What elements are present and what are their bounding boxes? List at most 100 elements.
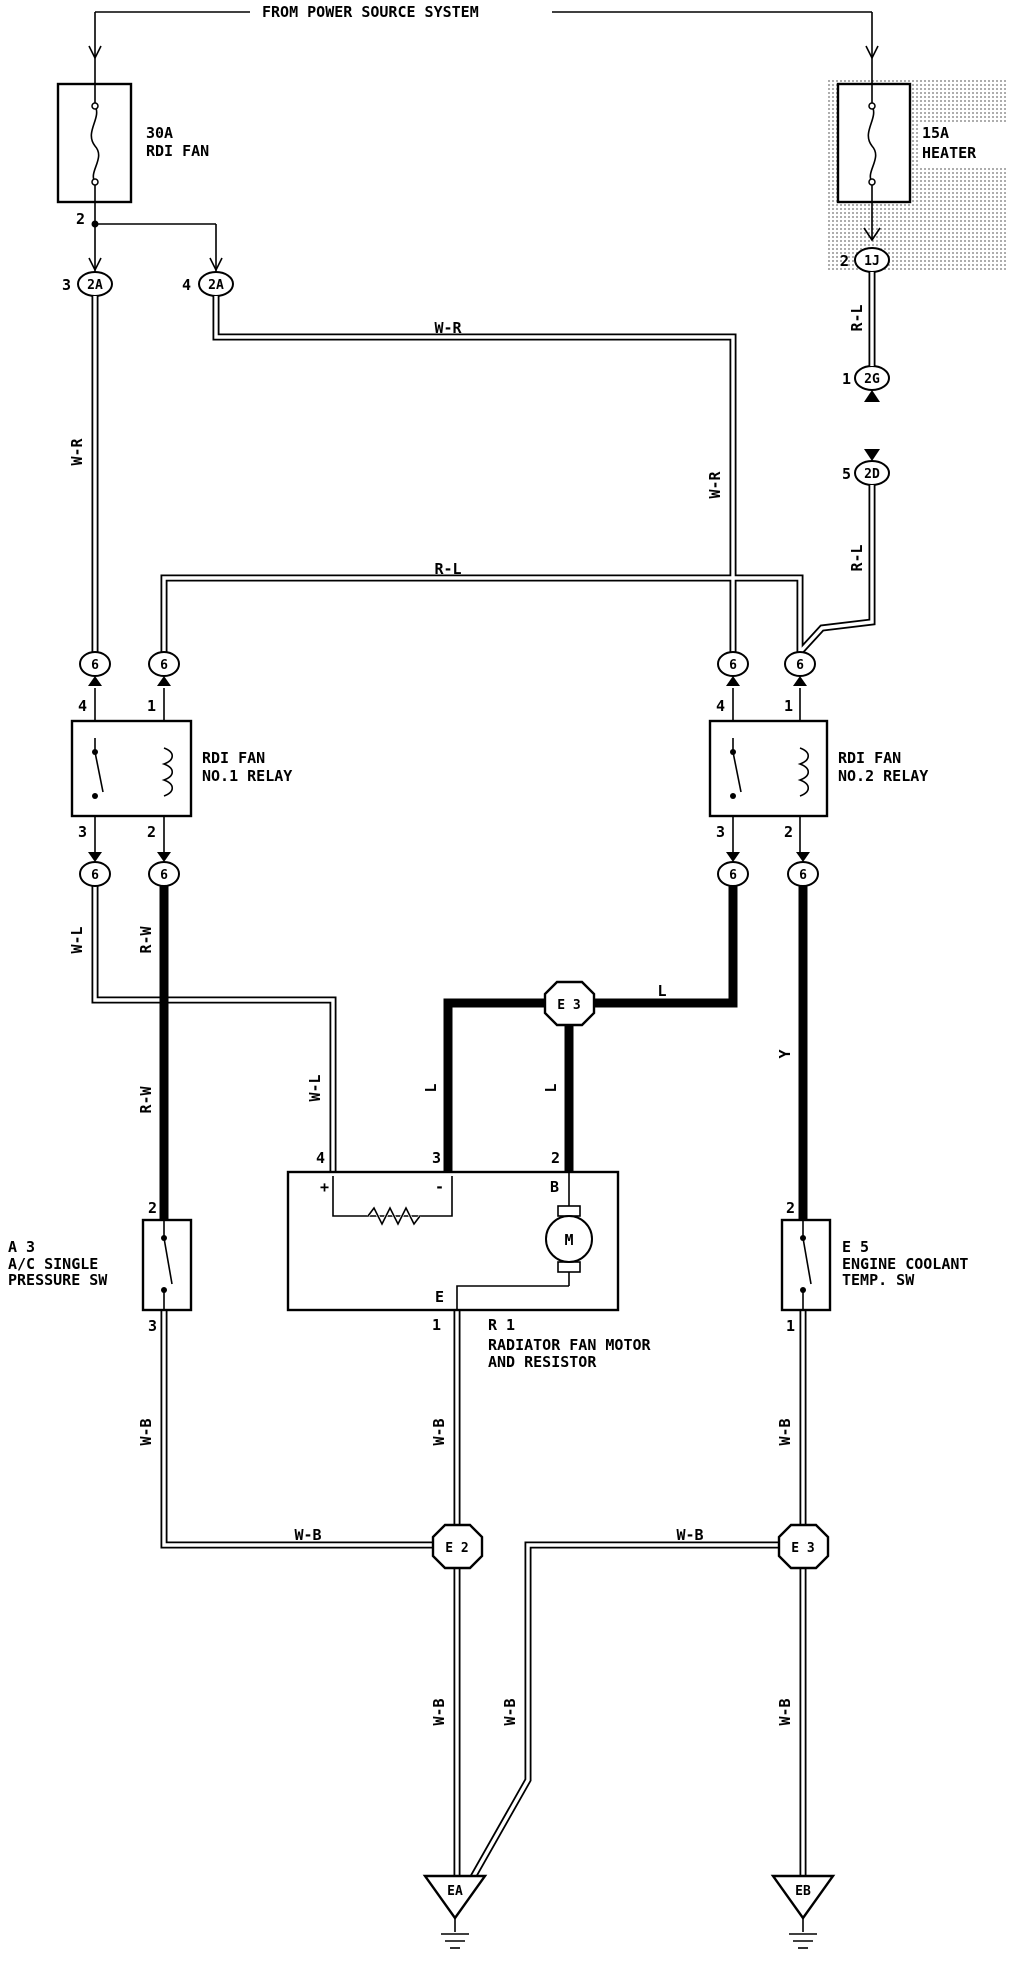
relay-2-pin1: 1 (784, 697, 793, 715)
relay-2-name-2: NO.2 RELAY (838, 767, 928, 785)
motor-code: R 1 (488, 1316, 515, 1334)
switch-a3-pin-top: 2 (148, 1199, 157, 1217)
motor-terminal-minus: - (435, 1178, 444, 1196)
motor-box (286, 1170, 620, 1312)
connector-2a-right: 2A (198, 271, 234, 297)
fuse-30a-pin: 2 (76, 210, 85, 228)
relay-1-pin1: 1 (147, 697, 156, 715)
relay-2 (708, 688, 829, 852)
wire-label-w-r-right: W-R (706, 470, 724, 498)
connector-2g: 2G (854, 365, 890, 391)
relay-2-name-1: RDI FAN (838, 749, 901, 767)
svg-text:6: 6 (91, 658, 99, 673)
power-source-line (88, 11, 879, 62)
connector-6-r1-p1: 6 (148, 651, 180, 677)
svg-text:6: 6 (729, 658, 737, 673)
switch-e5-code: E 5 (842, 1238, 869, 1256)
relay-2-pin2: 2 (784, 823, 793, 841)
wire-label-w-b-left: W-B (294, 1526, 321, 1544)
motor-terminal-plus: + (320, 1178, 329, 1196)
ground-eb-label: EB (795, 1884, 811, 1899)
switch-a3-pin-bottom: 3 (148, 1317, 157, 1335)
relay-1 (70, 688, 193, 852)
wire-label-r-w-relay: R-W (137, 925, 155, 953)
relay-1-name-1: RDI FAN (202, 749, 265, 767)
wire-label-w-r-top: W-R (434, 319, 462, 337)
wire-label-w-l-relay: W-L (68, 926, 86, 953)
svg-text:2G: 2G (864, 372, 880, 387)
connector-2d-pin: 5 (842, 465, 851, 483)
svg-text:1J: 1J (864, 254, 880, 269)
switch-e5-name-2: TEMP. SW (842, 1271, 915, 1289)
wire-label-w-b-e5: W-B (776, 1418, 794, 1445)
wire-label-r-l-top: R-L (434, 560, 461, 578)
fuse-30a-name: RDI FAN (146, 142, 209, 160)
wire-labels: W-R R-L L W-B W-B W-R W-R R-L R-L W-L R-… (68, 304, 866, 1725)
fuse-15a-rating: 15A (922, 124, 949, 142)
connector-6-r1-p4: 6 (79, 651, 111, 677)
switch-e5 (780, 1218, 832, 1312)
wire-label-w-b-ea: W-B (430, 1698, 448, 1725)
wire-label-w-b-right: W-B (676, 1526, 703, 1544)
connector-6-r2-p1: 6 (784, 651, 816, 677)
fuse-15a (836, 62, 912, 242)
relay-2-pin3: 3 (716, 823, 725, 841)
connector-6-r1-p3: 6 (79, 861, 111, 887)
relay-connectors: 6 6 6 6 6 6 6 6 (79, 651, 819, 887)
wire-label-w-b-cross: W-B (501, 1698, 519, 1725)
svg-text:6: 6 (160, 658, 168, 673)
relay-2-pin4: 4 (716, 697, 725, 715)
motor-terminal-e: E (435, 1288, 444, 1306)
relay-1-pin2: 2 (147, 823, 156, 841)
switch-a3-name-1: A/C SINGLE (8, 1255, 98, 1273)
motor-pin1: 1 (432, 1316, 441, 1334)
svg-text:6: 6 (91, 868, 99, 883)
connector-6-r2-p3: 6 (717, 861, 749, 887)
thick-wires (159, 886, 808, 1220)
harness-wires (91, 272, 880, 1910)
relay-1-name-2: NO.1 RELAY (202, 767, 292, 785)
wire-label-l-motor3: L (422, 1083, 440, 1092)
ground-eb (770, 1874, 836, 1949)
wire-label-l-e3: L (657, 982, 666, 1000)
motor-name-2: AND RESISTOR (488, 1353, 597, 1371)
fuse-30a-rating: 30A (146, 124, 173, 142)
motor-pin2: 2 (551, 1149, 560, 1167)
junction-e3-top: E 3 (543, 980, 596, 1027)
svg-text:E 3: E 3 (557, 998, 580, 1013)
switch-a3-code: A 3 (8, 1238, 35, 1256)
motor-pin3: 3 (432, 1149, 441, 1167)
connector-2g-pin: 1 (842, 370, 851, 388)
wire-label-r-w-switch: R-W (137, 1085, 155, 1113)
power-source-label: FROM POWER SOURCE SYSTEM (262, 3, 479, 21)
wire-label-l-motor2: L (542, 1083, 560, 1092)
switch-e5-pin-top: 2 (786, 1199, 795, 1217)
switch-e5-pin-bottom: 1 (786, 1317, 795, 1335)
svg-text:2A: 2A (87, 278, 103, 293)
relay-1-pin4: 4 (78, 697, 87, 715)
svg-text:2D: 2D (864, 467, 880, 482)
switch-e5-name-1: ENGINE COOLANT (842, 1255, 968, 1273)
switch-a3-name-2: PRESSURE SW (8, 1271, 108, 1289)
svg-text:2A: 2A (208, 278, 224, 293)
wire-label-w-b-eb: W-B (776, 1698, 794, 1725)
connector-2a-right-pin: 4 (182, 276, 191, 294)
relay-1-pin3: 3 (78, 823, 87, 841)
connector-6-r2-p4: 6 (717, 651, 749, 677)
connector-1j-pin: 2 (840, 252, 849, 270)
wire-label-r-l-1j: R-L (848, 304, 866, 331)
connector-2a-left-pin: 3 (62, 276, 71, 294)
svg-text:6: 6 (160, 868, 168, 883)
ground-ea-label: EA (447, 1884, 463, 1899)
wire-label-w-b-a3: W-B (137, 1418, 155, 1445)
wire-label-w-l-motor: W-L (306, 1074, 324, 1101)
switch-a3 (141, 1218, 193, 1312)
wire-label-y: Y (776, 1049, 794, 1058)
wire-label-w-b-motor: W-B (430, 1418, 448, 1445)
fuse-30a (56, 62, 133, 224)
svg-text:E 2: E 2 (445, 1541, 468, 1556)
connector-1j: 1J (854, 247, 890, 273)
fuse-15a-name: HEATER (922, 144, 977, 162)
connector-6-r2-p2: 6 (787, 861, 819, 887)
